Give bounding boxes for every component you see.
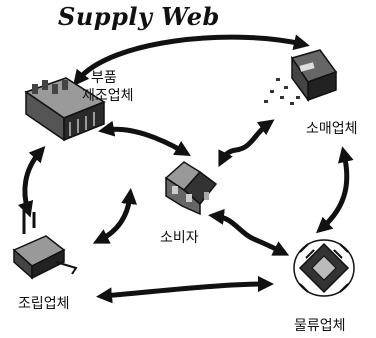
consumer-label: 소비자 <box>160 230 199 246</box>
arrow-parts-assembler <box>17 146 46 218</box>
retailer-label: 소매업체 <box>306 121 358 137</box>
retail-store-icon <box>264 49 338 105</box>
logistics-label: 물류업체 <box>294 318 346 334</box>
parts-maker-label-line1: 부품 <box>91 70 117 86</box>
arrow-parts-retailer <box>72 34 310 87</box>
arrow-retailer-logistics <box>316 146 354 234</box>
arrow-assembler-logistics <box>96 276 274 304</box>
parts-maker-label-line2: 제조업체 <box>82 88 134 104</box>
factory-icon <box>24 77 106 142</box>
arrow-consumer-assembler <box>92 188 138 244</box>
diagram-title: Supply Web <box>58 2 220 31</box>
arrow-retailer-consumer <box>218 119 275 168</box>
assembly-plant-icon <box>12 210 78 280</box>
arrow-consumer-logistics <box>208 208 290 256</box>
logistics-chip-icon <box>293 239 355 297</box>
assembler-label: 조립업체 <box>18 296 70 312</box>
house-icon <box>164 161 218 216</box>
arrow-parts-consumer <box>98 120 191 157</box>
